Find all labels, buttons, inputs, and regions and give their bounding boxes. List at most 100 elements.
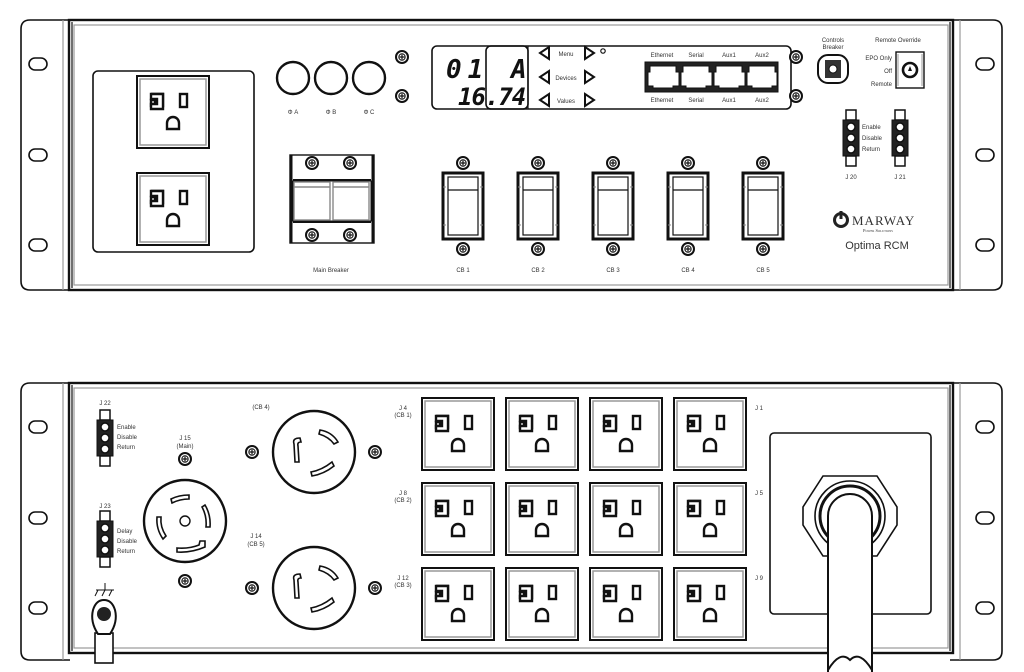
mount-hole (975, 148, 995, 162)
rj45-port-serial[interactable] (680, 65, 713, 89)
front-outlet-1[interactable] (135, 74, 211, 150)
front-outlet-2[interactable] (135, 171, 211, 247)
j22-pin-return: Return (117, 445, 135, 451)
port-label-ethernet-bottom: Ethernet (651, 98, 674, 104)
outlet-row-sublabel: (CB 1) (394, 413, 411, 419)
port-label-aux1: Aux1 (722, 53, 736, 59)
cb4-twistlock[interactable] (271, 409, 357, 495)
rj45-port-ethernet[interactable] (647, 65, 680, 89)
mount-hole (975, 511, 995, 525)
breaker-5[interactable] (741, 171, 785, 241)
front-outlet-bezel (92, 70, 255, 253)
controls-breaker[interactable] (817, 54, 849, 84)
rear-panel: J 22 Enable Disable Return J 23 Delay Di… (20, 381, 1003, 672)
rear-outlet[interactable] (420, 481, 496, 557)
rear-outlet[interactable] (504, 566, 580, 642)
connector-j23[interactable] (96, 510, 114, 568)
remote-override-switch[interactable] (895, 51, 925, 89)
port-label-serial-bottom: Serial (688, 98, 703, 104)
arrow-left-icon[interactable] (538, 45, 550, 61)
breaker-1[interactable] (441, 171, 485, 241)
port-label-serial: Serial (688, 53, 703, 59)
screw-icon (456, 242, 470, 256)
mount-hole (975, 238, 995, 252)
screw-icon (756, 242, 770, 256)
cb4-twistlock-label: (CB 4) (252, 405, 269, 411)
main-inlet-label-1: J 15 (179, 436, 191, 442)
main-inlet-label-2: (Main) (176, 444, 193, 450)
rear-outlet[interactable] (588, 481, 664, 557)
screw-icon (178, 574, 192, 588)
outlet-row-label: J 12 (397, 576, 409, 582)
port-label-ethernet: Ethernet (651, 53, 674, 59)
j23-pin-disable: Disable (117, 539, 138, 545)
screw-icon (395, 89, 409, 103)
main-inlet-twistlock[interactable] (142, 478, 228, 564)
arrow-right-icon[interactable] (584, 45, 596, 61)
j23-label: J 23 (99, 504, 111, 510)
arrow-left-icon[interactable] (538, 69, 550, 85)
outlet-row-end-label: J 9 (755, 576, 764, 582)
rear-outlet[interactable] (588, 566, 664, 642)
ground-lug[interactable] (91, 598, 117, 664)
rj45-port-aux1[interactable] (713, 65, 746, 89)
j14-label-2: (CB 5) (247, 542, 264, 548)
screw-icon (456, 156, 470, 170)
screw-icon (245, 581, 259, 595)
rear-outlet[interactable] (672, 396, 748, 472)
connector-j22[interactable] (96, 409, 114, 467)
lcd-line-2: 16.74 (458, 83, 526, 111)
screw-icon (245, 445, 259, 459)
nav-menu[interactable]: Menu (538, 45, 606, 61)
nav-values[interactable]: Values (538, 92, 596, 108)
rear-outlet[interactable] (504, 481, 580, 557)
breaker-label-5: CB 5 (756, 268, 770, 274)
arrow-right-icon[interactable] (584, 69, 596, 85)
phase-label-a: Φ A (288, 110, 298, 116)
rack-ear-right (950, 382, 1003, 661)
ground-icon (94, 583, 114, 597)
j22-label: J 22 (99, 401, 111, 407)
breaker-4[interactable] (666, 171, 710, 241)
port-label-aux2-bottom: Aux2 (755, 98, 769, 104)
j23-pin-delay: Delay (117, 529, 132, 535)
brand-tagline: Power Solutions (863, 228, 893, 233)
screw-icon (368, 445, 382, 459)
port-label-aux2: Aux2 (755, 53, 769, 59)
rear-outlet[interactable] (420, 396, 496, 472)
rear-outlet[interactable] (672, 481, 748, 557)
screw-icon (343, 156, 357, 170)
rear-outlet[interactable] (420, 566, 496, 642)
phase-label-b: Φ B (326, 110, 336, 116)
rj45-port-aux2[interactable] (746, 65, 778, 89)
screw-icon (305, 228, 319, 242)
rear-outlet[interactable] (672, 566, 748, 642)
rear-outlet[interactable] (588, 396, 664, 472)
mount-hole (975, 601, 995, 615)
j14-twistlock[interactable] (271, 545, 357, 631)
mount-hole (28, 420, 48, 434)
outlet-row-end-label: J 1 (755, 406, 764, 412)
breaker-label-3: CB 3 (606, 268, 620, 274)
front-panel: Φ A Φ B Φ C 01 A 16.74 Menu Devices Valu… (20, 18, 1003, 292)
status-led (600, 48, 606, 54)
screw-icon (606, 156, 620, 170)
connector-j20[interactable] (842, 109, 860, 167)
nav-label-values: Values (557, 99, 575, 105)
mount-hole (28, 601, 48, 615)
arrow-right-icon[interactable] (584, 92, 596, 108)
j14-label-1: J 14 (250, 534, 262, 540)
breaker-3[interactable] (591, 171, 635, 241)
rear-outlet[interactable] (504, 396, 580, 472)
phase-label-c: Φ C (364, 110, 375, 116)
breaker-2[interactable] (516, 171, 560, 241)
main-breaker[interactable] (289, 154, 375, 244)
breaker-label-1: CB 1 (456, 268, 470, 274)
breaker-label-4: CB 4 (681, 268, 695, 274)
arrow-left-icon[interactable] (538, 92, 550, 108)
nav-devices[interactable]: Devices (538, 69, 596, 85)
mount-hole (975, 57, 995, 71)
connector-j21[interactable] (891, 109, 909, 167)
comm-ports: Ethernet Serial Aux1 Aux2 Ethernet Seria… (644, 53, 779, 104)
